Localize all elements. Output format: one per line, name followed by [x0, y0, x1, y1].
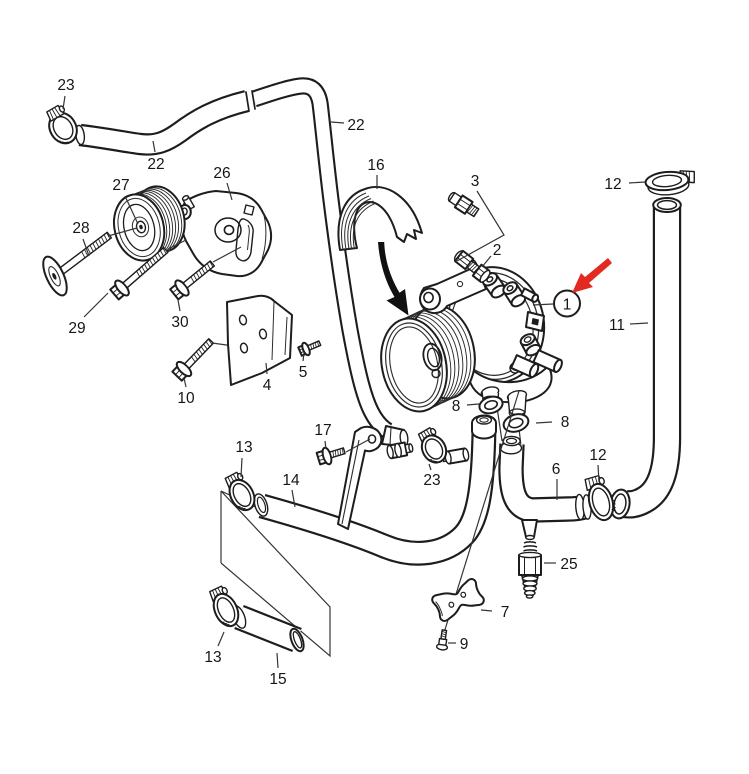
svg-text:23: 23 [423, 472, 440, 489]
svg-text:5: 5 [299, 364, 308, 381]
svg-text:16: 16 [367, 157, 384, 174]
svg-text:11: 11 [609, 317, 625, 334]
svg-text:14: 14 [282, 472, 300, 489]
svg-text:28: 28 [72, 220, 89, 237]
svg-text:26: 26 [213, 165, 230, 182]
svg-text:2: 2 [493, 242, 502, 259]
svg-text:1: 1 [563, 297, 572, 314]
svg-text:22: 22 [147, 156, 164, 173]
svg-text:29: 29 [68, 320, 85, 337]
svg-text:17: 17 [314, 422, 331, 439]
svg-text:8: 8 [452, 398, 461, 415]
svg-text:12: 12 [604, 176, 621, 193]
svg-text:4: 4 [263, 377, 272, 394]
svg-text:23: 23 [57, 77, 74, 94]
svg-text:13: 13 [235, 439, 252, 456]
svg-text:12: 12 [589, 447, 606, 464]
svg-text:22: 22 [347, 117, 364, 134]
svg-text:27: 27 [112, 177, 129, 194]
svg-text:6: 6 [552, 461, 561, 478]
svg-text:3: 3 [471, 173, 480, 190]
svg-text:15: 15 [269, 671, 286, 688]
svg-text:10: 10 [177, 390, 195, 407]
svg-text:8: 8 [561, 414, 570, 431]
svg-text:25: 25 [560, 556, 577, 573]
svg-text:7: 7 [501, 604, 510, 621]
svg-text:30: 30 [171, 314, 189, 331]
svg-text:9: 9 [460, 636, 469, 653]
svg-text:13: 13 [204, 649, 221, 666]
